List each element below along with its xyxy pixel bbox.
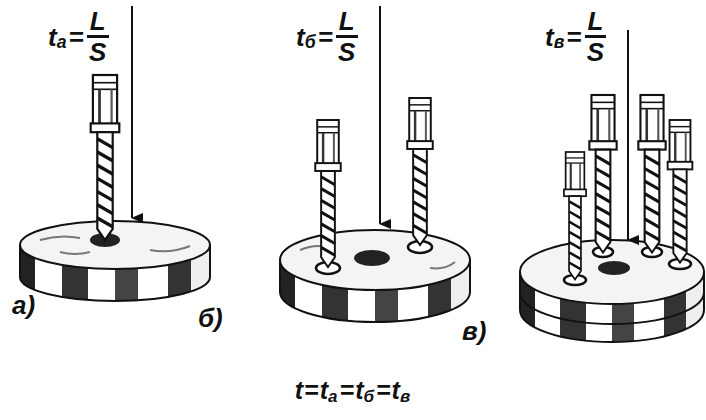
time-formula: tв=LS xyxy=(545,8,606,65)
formula-equals: = xyxy=(69,24,84,50)
formula-equals: = xyxy=(376,378,391,403)
formula-symbol: t xyxy=(320,378,328,403)
formula-subscript: б xyxy=(363,388,374,405)
formula-symbol: t xyxy=(48,24,57,50)
variant-label: б) xyxy=(198,305,223,331)
formula-equals: = xyxy=(566,24,581,50)
fraction: LS xyxy=(585,8,607,65)
formula-symbol: t xyxy=(355,378,363,403)
fraction-numerator: L xyxy=(87,8,109,38)
formula-symbol: t xyxy=(545,24,554,50)
fraction-denominator: S xyxy=(89,38,106,65)
fraction-numerator: L xyxy=(585,8,607,38)
fraction-denominator: S xyxy=(338,38,355,65)
formula-symbol: t xyxy=(295,378,303,403)
formula-equals: = xyxy=(304,378,319,403)
formula-subscript: б xyxy=(305,34,316,52)
formula-subscript: в xyxy=(400,388,410,405)
formula-equals: = xyxy=(340,378,355,403)
time-formula: tб=LS xyxy=(296,8,358,65)
formula-equals: = xyxy=(318,24,333,50)
fraction: LS xyxy=(336,8,358,65)
formula-symbol: t xyxy=(296,24,305,50)
variant-label: а) xyxy=(12,292,35,318)
fraction-numerator: L xyxy=(336,8,358,38)
formula-subscript: в xyxy=(554,34,565,52)
formula-symbol: t xyxy=(392,378,400,403)
variant-label: в) xyxy=(462,318,486,344)
formula-subscript: а xyxy=(57,34,67,52)
time-formula: t=tа=tб=tв xyxy=(295,378,411,403)
fraction-denominator: S xyxy=(587,38,604,65)
fraction: LS xyxy=(87,8,109,65)
time-formula: tа=LS xyxy=(48,8,109,65)
formula-subscript: а xyxy=(328,388,337,405)
